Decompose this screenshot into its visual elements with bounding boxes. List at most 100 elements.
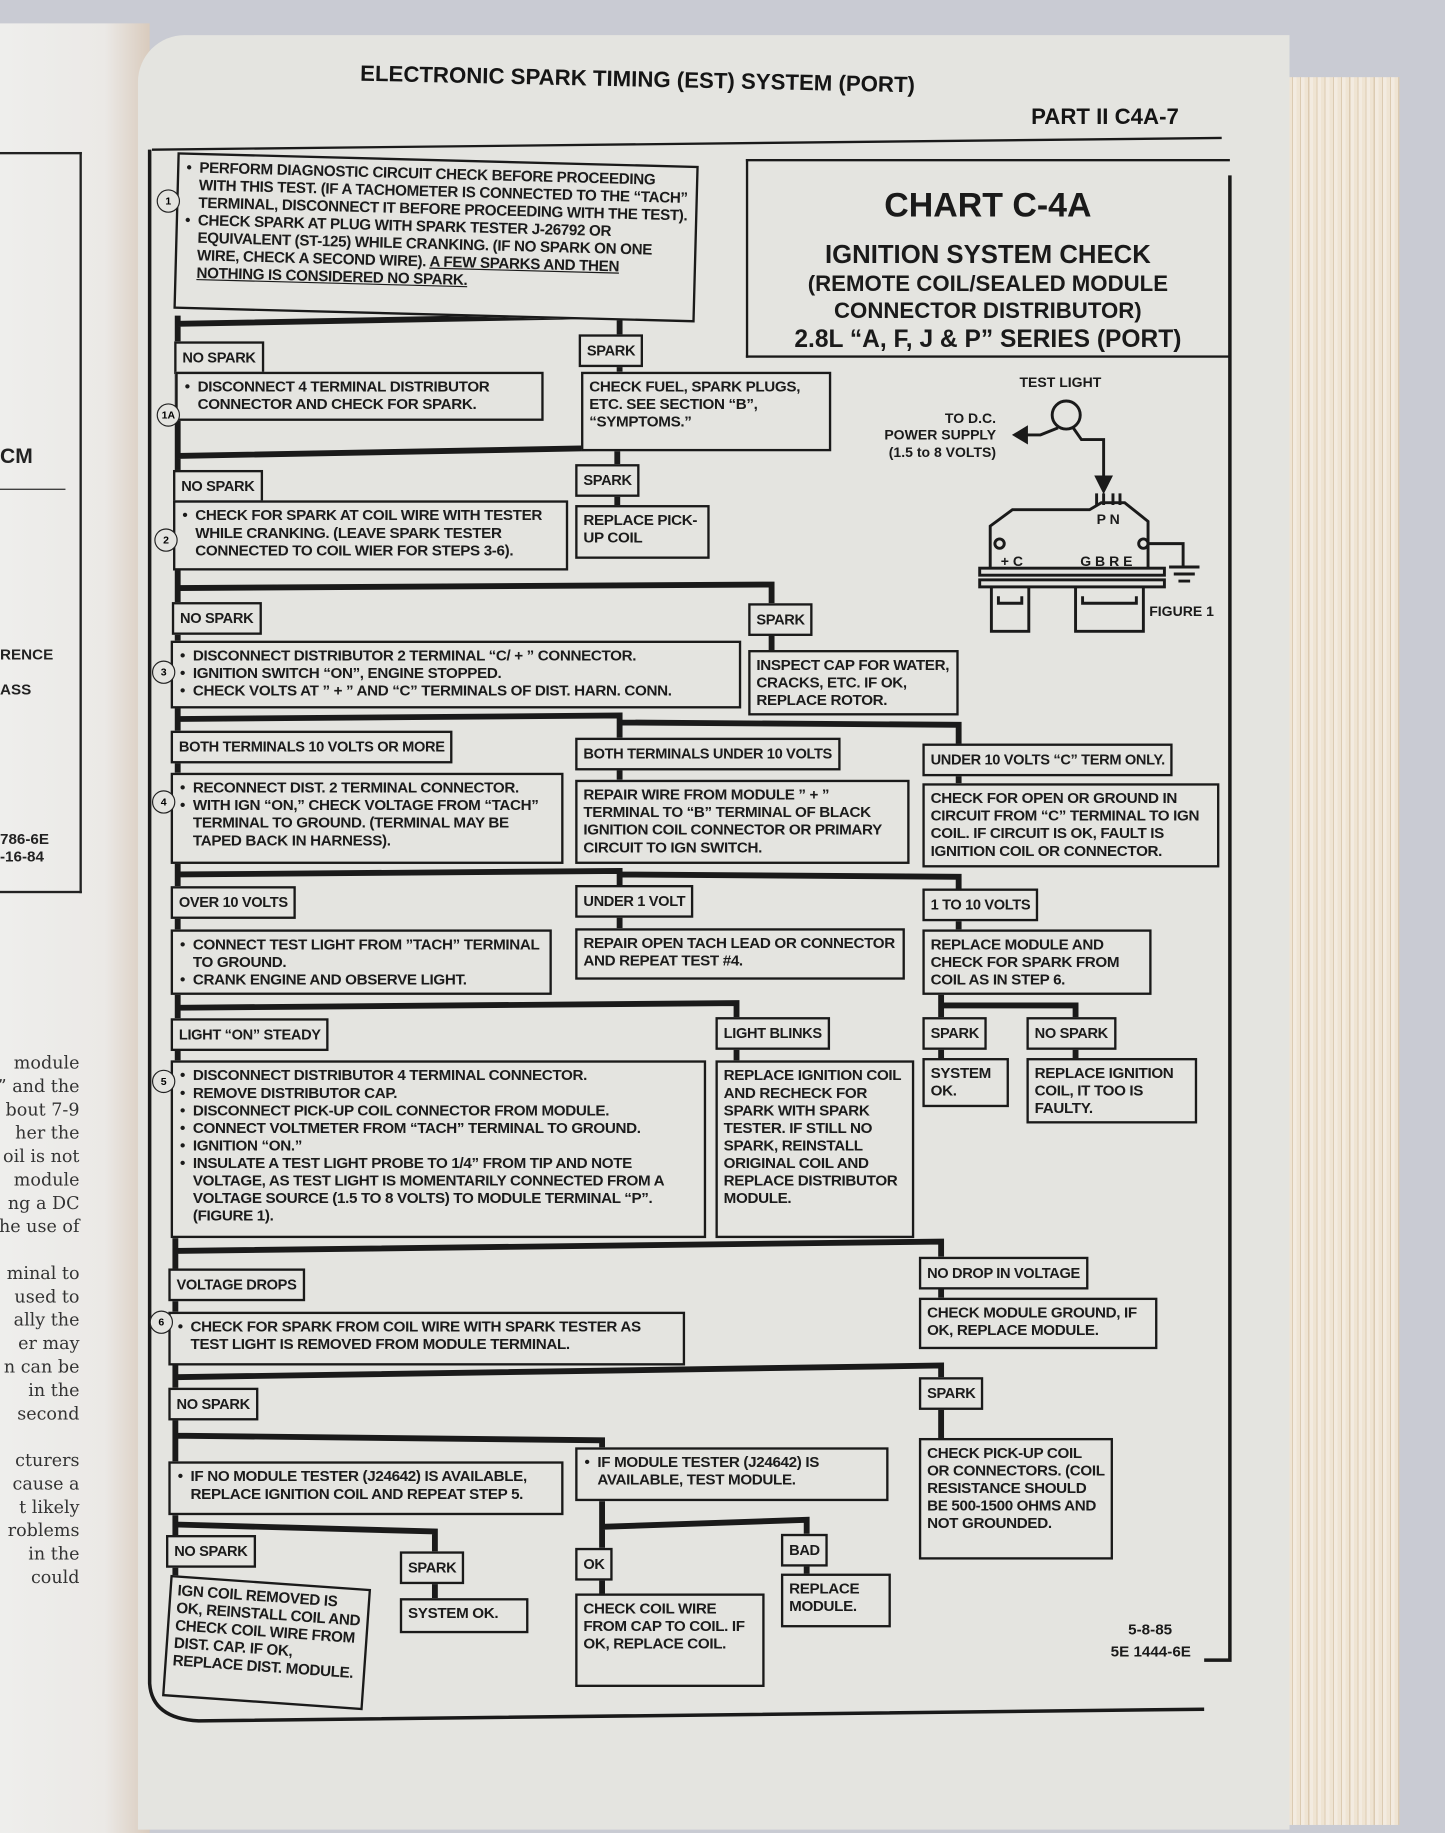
step-7b-item: IF MODULE TESTER (J24642) IS AVAILABLE, … <box>585 1453 880 1488</box>
label-1-to-10: 1 TO 10 VOLTS <box>922 888 1039 922</box>
step-2-item: CHECK FOR SPARK AT COIL WIRE WITH TESTER… <box>182 506 560 559</box>
step-7a-box: IF NO MODULE TESTER (J24642) IS AVAILABL… <box>168 1461 564 1516</box>
result-check-open: CHECK FOR OPEN OR GROUND IN CIRCUIT FROM… <box>922 783 1220 868</box>
result-repair-wire: REPAIR WIRE FROM MODULE ” + ” TERMINAL T… <box>575 779 910 864</box>
left-page-cm: CM <box>0 444 33 468</box>
left-page-body-line: er may <box>18 1332 80 1354</box>
label-under-10-c-only: UNDER 10 VOLTS “C” TERM ONLY. <box>922 743 1174 777</box>
label-spark: SPARK <box>922 1017 988 1050</box>
left-page-body-line: her the <box>15 1122 80 1144</box>
label-spark: SPARK <box>918 1377 984 1410</box>
left-page-body-line: ” and the <box>0 1075 80 1097</box>
step-number-1: 1 <box>156 189 181 213</box>
label-under-1: UNDER 1 VOLT <box>575 885 694 918</box>
result-replace-coil-recheck: REPLACE IGNITION COIL AND RECHECK FOR SP… <box>715 1060 915 1239</box>
label-no-drop: NO DROP IN VOLTAGE <box>918 1256 1089 1290</box>
step-5-item: INSULATE A TEST LIGHT PROBE TO 1/4” FROM… <box>180 1154 698 1224</box>
step-5-item: REMOVE DISTRIBUTOR CAP. <box>180 1084 698 1102</box>
chart-series: 2.8L “A, F, J & P” SERIES (PORT) <box>794 326 1182 354</box>
step-1a-box: DISCONNECT 4 TERMINAL DISTRIBUTOR CONNEC… <box>175 371 544 421</box>
result-check-pickup: CHECK PICK-UP COIL OR CONNECTORS. (COIL … <box>918 1437 1113 1560</box>
left-page-body-line: ally the <box>13 1309 80 1331</box>
left-page-body-line: cause a <box>12 1473 80 1495</box>
figure-supply-label-2: POWER SUPPLY <box>884 426 997 444</box>
step-6-box: CHECK FOR SPARK FROM COIL WIRE WITH SPAR… <box>168 1311 686 1366</box>
label-no-spark: NO SPARK <box>171 602 262 635</box>
result-replace-pickup: REPLACE PICK-UP COIL <box>575 505 710 559</box>
step-4-box: RECONNECT DIST. 2 TERMINAL CONNECTOR. WI… <box>170 772 564 864</box>
left-page-body-line: bout 7-9 <box>5 1098 80 1120</box>
arrow-left-icon <box>1011 425 1028 445</box>
label-bad: BAD <box>780 1533 828 1567</box>
label-no-spark: NO SPARK <box>173 469 263 503</box>
result-replace-module: REPLACE MODULE. <box>780 1573 891 1628</box>
result-check-fuel: CHECK FUEL, SPARK PLUGS, ETC. SEE SECTIO… <box>581 371 832 452</box>
label-no-spark: NO SPARK <box>174 341 264 375</box>
label-both-10-or-more: BOTH TERMINALS 10 VOLTS OR MORE <box>170 730 453 764</box>
label-ok: OK <box>575 1547 613 1581</box>
figure-supply-label-3: (1.5 to 8 VOLTS) <box>888 444 997 461</box>
step-4b-item: CONNECT TEST LIGHT FROM ”TACH” TERMINAL … <box>180 935 544 970</box>
step-5-item: CONNECT VOLTMETER FROM “TACH” TERMINAL T… <box>180 1119 698 1137</box>
label-spark: SPARK <box>748 603 813 636</box>
figure-supply-label-1: TO D.C. <box>944 410 997 427</box>
step-4b-box: CONNECT TEST LIGHT FROM ”TACH” TERMINAL … <box>170 929 552 995</box>
label-light-on-steady: LIGHT “ON” STEADY <box>170 1018 329 1052</box>
step-number-5: 5 <box>151 1069 176 1094</box>
step-6-item: CHECK FOR SPARK FROM COIL WIRE WITH SPAR… <box>178 1318 677 1353</box>
left-page-fig-code: 786-6E <box>0 830 50 848</box>
result-ign-coil-removed: IGN COIL REMOVED IS OK, REINSTALL COIL A… <box>162 1574 372 1711</box>
footer-code: 5E 1444-6E <box>1110 1642 1191 1661</box>
step-1a-item: DISCONNECT 4 TERMINAL DISTRIBUTOR CONNEC… <box>185 378 536 413</box>
step-5-box: DISCONNECT DISTRIBUTOR 4 TERMINAL CONNEC… <box>170 1060 707 1239</box>
page-edges <box>1280 77 1400 1825</box>
figure-pn-label: P N <box>1096 510 1120 528</box>
left-page-fig-date: -16-84 <box>0 847 44 866</box>
left-page-body-line: in the <box>28 1379 80 1401</box>
step-number-1a: 1A <box>156 403 181 427</box>
chart-subtitle-2: CONNECTOR DISTRIBUTOR) <box>834 299 1142 324</box>
result-replace-coil-faulty: REPLACE IGNITION COIL, IT TOO IS FAULTY. <box>1026 1058 1198 1124</box>
label-over-10: OVER 10 VOLTS <box>170 886 296 919</box>
result-system-ok: SYSTEM OK. <box>399 1598 529 1634</box>
divider <box>0 488 66 490</box>
step-5-item: DISCONNECT DISTRIBUTOR 4 TERMINAL CONNEC… <box>180 1066 698 1084</box>
label-both-under-10: BOTH TERMINALS UNDER 10 VOLTS <box>575 737 841 771</box>
label-spark: SPARK <box>399 1551 465 1585</box>
step-3-item: IGNITION SWITCH “ON”, ENGINE STOPPED. <box>180 664 733 682</box>
chart-id: CHART C-4A <box>884 187 1092 225</box>
left-page-body-line: module <box>13 1169 80 1191</box>
step-4-item: RECONNECT DIST. 2 TERMINAL CONNECTOR. <box>180 779 555 797</box>
result-repair-tach: REPAIR OPEN TACH LEAD OR CONNECTOR AND R… <box>575 928 905 980</box>
left-page-body-line: second <box>17 1402 80 1424</box>
step-7b-box: IF MODULE TESTER (J24642) IS AVAILABLE, … <box>575 1447 889 1502</box>
page-header-section: PART II C4A-7 <box>1031 105 1179 130</box>
label-voltage-drops: VOLTAGE DROPS <box>168 1268 305 1302</box>
left-page-body-line: could <box>30 1566 80 1588</box>
left-page-ass: ASS <box>0 680 32 698</box>
left-page-body-line: minal to <box>6 1262 80 1284</box>
chart-subtitle-1: (REMOTE COIL/SEALED MODULE <box>807 272 1169 297</box>
result-check-module-ground: CHECK MODULE GROUND, IF OK, REPLACE MODU… <box>918 1297 1158 1350</box>
test-light-icon <box>1050 399 1082 431</box>
left-page-rence: RENCE <box>0 645 54 663</box>
figure-caption: FIGURE 1 <box>1149 603 1214 620</box>
step-number-3: 3 <box>151 660 176 684</box>
left-page-body-line: roblems <box>7 1519 80 1541</box>
label-spark: SPARK <box>578 334 644 368</box>
step-1-box: PERFORM DIAGNOSTIC CIRCUIT CHECK BEFORE … <box>173 152 699 323</box>
chart-title-block <box>745 158 1230 358</box>
left-page-body-line: used to <box>14 1285 80 1308</box>
left-page-body-line: oil is not <box>3 1145 80 1167</box>
step-number-6: 6 <box>149 1310 174 1334</box>
step-4-item: WITH IGN “ON,” CHECK VOLTAGE FROM “TACH”… <box>180 796 555 849</box>
result-system-ok: SYSTEM OK. <box>922 1058 1009 1108</box>
figure-gbre-label: G B R E <box>1080 552 1133 570</box>
figure-plus-c-label: + C <box>1000 552 1023 570</box>
left-page-body-line: ng a DC <box>7 1192 80 1214</box>
step-4b-item: CRANK ENGINE AND OBSERVE LIGHT. <box>180 970 544 988</box>
left-page-body-line: t likely <box>19 1496 80 1518</box>
left-page: CM RENCE ASS 786-6E -16-84 module ” and t… <box>0 23 150 1833</box>
